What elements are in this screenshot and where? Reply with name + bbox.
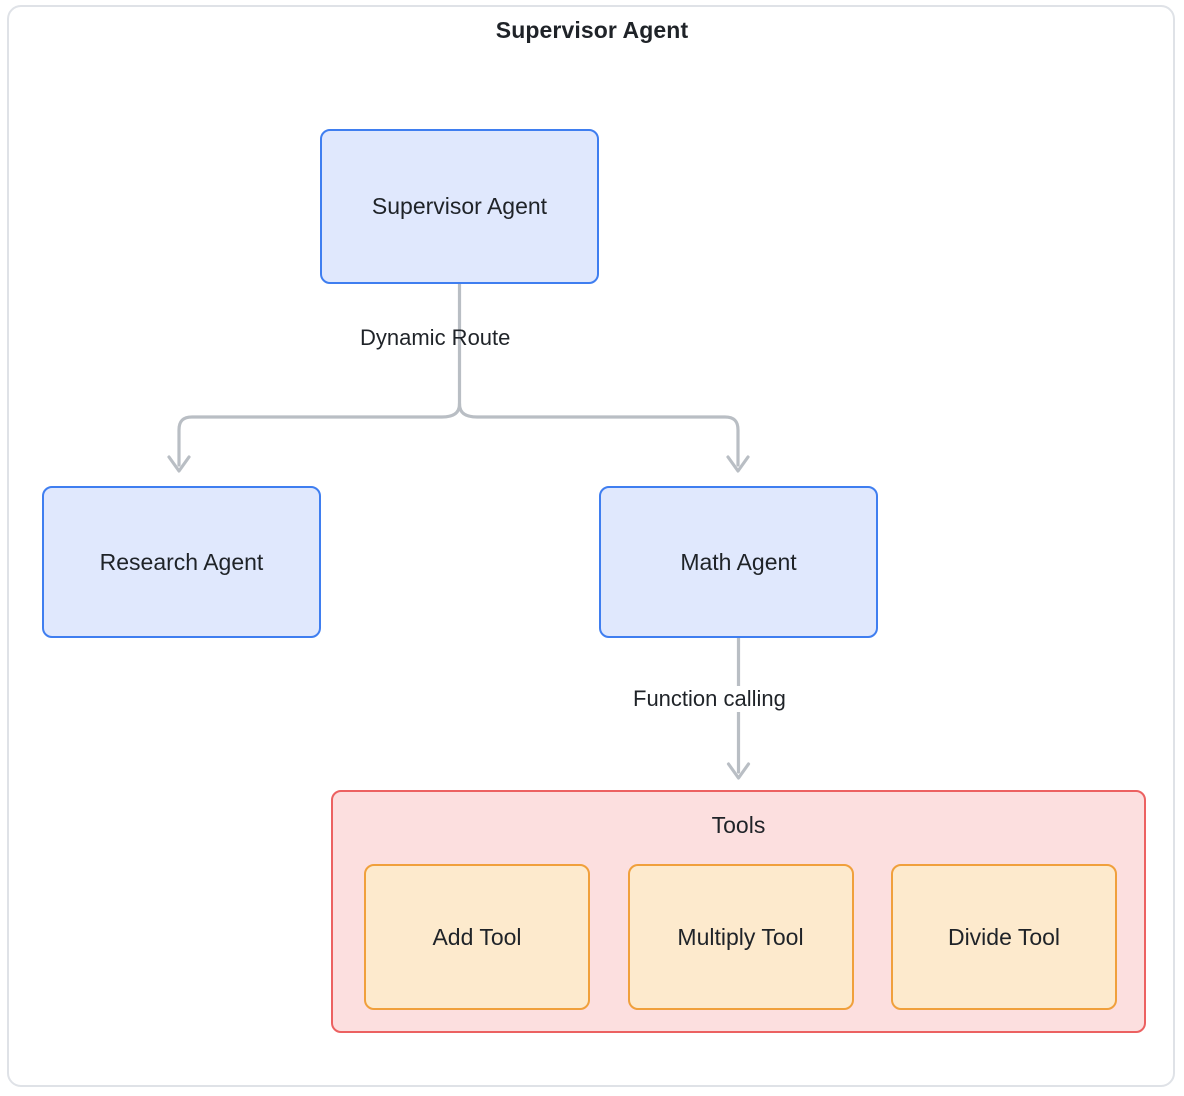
node-divide-tool[interactable]: Divide Tool [891,864,1117,1010]
node-multiply-tool-label: Multiply Tool [677,923,804,950]
node-add-tool[interactable]: Add Tool [364,864,590,1010]
node-supervisor-agent[interactable]: Supervisor Agent [320,129,599,284]
tools-row: Add Tool Multiply Tool Divide Tool [364,864,1117,1010]
node-research-agent[interactable]: Research Agent [42,486,321,638]
cluster-tools[interactable]: Tools Add Tool Multiply Tool Divide Tool [331,790,1146,1033]
node-multiply-tool[interactable]: Multiply Tool [627,864,854,1010]
node-research-agent-label: Research Agent [99,548,264,575]
node-supervisor-agent-label: Supervisor Agent [371,193,548,219]
node-math-agent-label: Math Agent [680,548,797,575]
node-add-tool-label: Add Tool [432,923,522,950]
node-math-agent[interactable]: Math Agent [599,486,878,638]
cluster-tools-label: Tools [711,812,766,838]
page-title: Supervisor Agent [495,17,689,43]
node-divide-tool-label: Divide Tool [947,923,1061,950]
edge-label-dynamic-route: Dynamic Route [360,325,511,350]
edge-label-function-calling: Function calling [631,686,788,712]
